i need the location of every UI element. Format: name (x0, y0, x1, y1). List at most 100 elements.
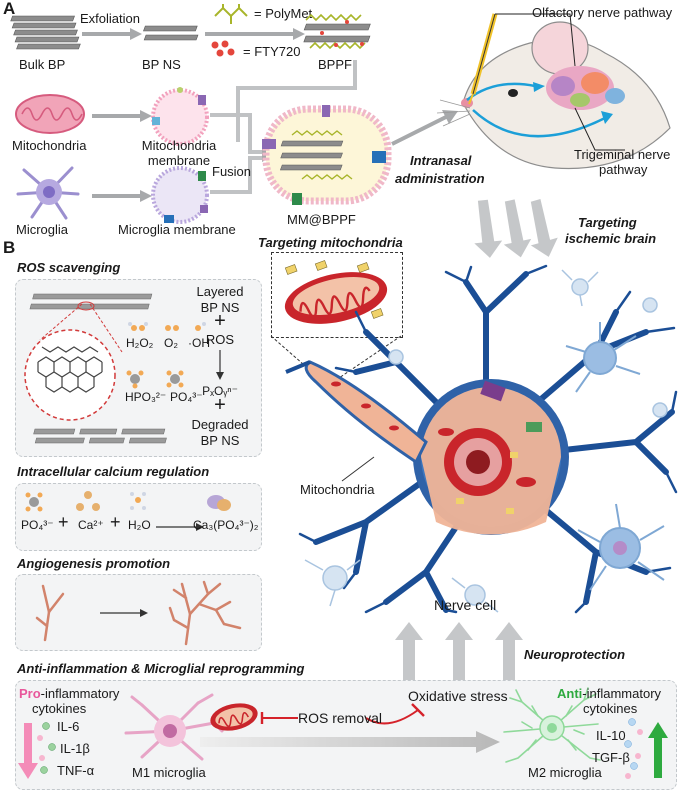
angio-before-vessel (35, 584, 65, 642)
anti-inflammation-box (15, 680, 677, 790)
angio-arrow (100, 609, 148, 617)
layered-label-2: BP NS (200, 300, 240, 315)
ros-removal-inhibit-lines (260, 703, 425, 725)
mito-zoom-box (271, 252, 403, 338)
fty720-label: = FTY720 (243, 44, 301, 59)
degraded-label-2: BP NS (200, 433, 240, 448)
ca-ion-label: Ca²⁺ (78, 518, 104, 532)
degraded-label-1: Degraded (191, 417, 249, 432)
mito-to-membrane-arrow (92, 110, 152, 122)
mito-membrane-label-2: membrane (147, 153, 211, 168)
ros-down-arrow (216, 350, 224, 380)
il6-label: IL-6 (57, 719, 80, 734)
anti-inflammatory-label: Anti-inflammatory (557, 686, 661, 701)
bp-ns-label: BP NS (142, 57, 181, 72)
polymet-icon (214, 4, 248, 24)
layered-label-1: Layered (196, 284, 244, 299)
panel-b-letter: B (3, 238, 16, 257)
panel-a-letter: A (3, 0, 16, 18)
calcium-reaction-arrow (156, 523, 204, 531)
o2-label: O₂ (164, 336, 178, 350)
phosphate-molecules (126, 370, 184, 389)
anti-inflammation-title: Anti-inflammation & Microglial reprogram… (17, 661, 305, 676)
angio-title: Angiogenesis promotion (17, 556, 171, 571)
h2o2-label: H₂O₂ (126, 336, 154, 350)
bppf-label: BPPF (318, 57, 352, 72)
bp-ns-graphic (143, 25, 199, 41)
ca-po4-label: PO₄³⁻ (21, 518, 54, 532)
ca-plus-1: + (58, 512, 69, 532)
targeting-brain-arrows (474, 198, 558, 258)
tgfb-label: TGF-β (592, 750, 630, 765)
po4-label: PO₄³⁻ (170, 390, 203, 404)
hpo3-label: HPO₃²⁻ (125, 390, 167, 404)
mito-membrane-vesicle (151, 87, 209, 146)
angio-after-vessels (168, 580, 242, 646)
pro-cytokines-label: cytokines (32, 701, 87, 716)
microglia-membrane-label: Microglia membrane (118, 222, 236, 237)
pro-inflammatory-label: Pro-inflammatory (19, 686, 119, 701)
microglia-icon (16, 166, 80, 220)
bppf-graphic (303, 13, 371, 50)
anti-prefix: Anti (557, 686, 583, 701)
nerve-cell-label: Nerve cell (434, 597, 497, 613)
microglia-to-membrane-arrow (92, 190, 152, 202)
ros-plus-1: + (214, 310, 226, 332)
mito-membrane-label-1: Mitochondria (141, 138, 217, 153)
microglia-membrane-vesicle (151, 166, 209, 224)
targeting-brain-label-1: Targeting (578, 215, 637, 230)
ros-molecules (128, 322, 206, 331)
intranasal-label-2: administration (395, 171, 485, 186)
pro-cytokine-dots (37, 722, 56, 774)
mitochondria-label: Mitochondria (12, 138, 87, 153)
anti-cytokines-label: cytokines (583, 701, 638, 716)
ca-h2o-label: H₂O (128, 518, 151, 532)
bulk-bp-graphic (10, 15, 81, 50)
nerve-cell-illustration (285, 264, 678, 614)
bulk-bp-label: Bulk BP (19, 57, 66, 72)
degraded-bp-graphic (33, 428, 167, 444)
ca-plus-2: + (110, 512, 121, 532)
calcium-title: Intracellular calcium regulation (17, 464, 210, 479)
m1-microglia-label: M1 microglia (132, 765, 206, 780)
mitochondria-icon (15, 94, 85, 134)
layered-bp-graphic (29, 293, 153, 310)
microglia-label: Microglia (16, 222, 69, 237)
anti-up-arrow (648, 722, 668, 778)
m2-microglia-icon (503, 687, 601, 763)
pro-rest: -inflammatory (40, 686, 120, 701)
oh-label: ·OH (188, 336, 210, 350)
oxidative-stress-label: Oxidative stress (408, 688, 508, 704)
mouse-head-illustration (436, 13, 671, 170)
pxoy-label: PₓOᵧⁿ⁻ (202, 384, 238, 398)
targeting-mito-label: Targeting mitochondria (258, 235, 403, 250)
mitochondrion-zoom-illustration (284, 260, 388, 324)
m1-to-m2-arrow (200, 731, 500, 753)
mitochondria-callout-line (341, 456, 375, 482)
fusion-label: Fusion (212, 164, 252, 179)
calcium-box (15, 483, 262, 551)
m2-microglia-label: M2 microglia (528, 765, 602, 780)
ros-plus-2: + (214, 394, 226, 416)
fty720-icon (211, 40, 235, 57)
neuroprotection-arrows (395, 622, 523, 682)
mm-bppf-vesicle (262, 105, 392, 205)
anti-rest: -inflammatory (582, 686, 662, 701)
olfactory-label: Olfactory nerve pathway (532, 5, 673, 20)
mm-bppf-label: MM@BPPF (287, 212, 356, 227)
polymet-label: = PolyMet (254, 6, 313, 21)
mitochondria-callout-label: Mitochondria (300, 482, 375, 497)
ros-removal-label: ROS removal (298, 710, 383, 726)
calcium-reactant-icons (25, 491, 231, 512)
bp-lattice-zoom (24, 301, 123, 421)
exfoliation-label: Exfoliation (80, 11, 140, 26)
tnfa-label: TNF-α (57, 763, 95, 778)
ca-product-label: Ca₃(PO₄³⁻)₂ (193, 518, 259, 532)
trigeminal-label-1: Trigeminal nerve (574, 147, 671, 162)
trigeminal-label-2: pathway (599, 162, 648, 177)
intranasal-arrow (391, 110, 458, 146)
targeting-brain-label-2: ischemic brain (565, 231, 657, 246)
il1b-label: IL-1β (60, 741, 90, 756)
small-mitochondrion-icon (210, 703, 258, 731)
